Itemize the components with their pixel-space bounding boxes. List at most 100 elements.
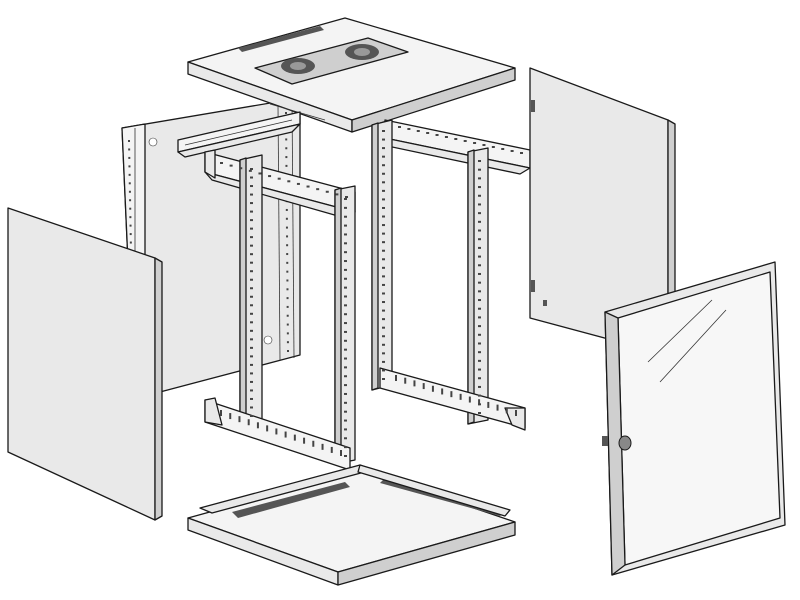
rail-hole [382, 249, 385, 252]
rail-hole [344, 357, 347, 360]
rail-hole [330, 446, 333, 453]
rail-hole [478, 307, 481, 310]
front-rail-holes [220, 162, 348, 457]
rail-hole [478, 359, 481, 362]
rail-hole [286, 297, 289, 300]
rail-hole [286, 235, 289, 238]
front-mounting-rails [204, 149, 356, 471]
rail-hole [463, 140, 467, 142]
rail-hole [344, 322, 347, 325]
rail-hole [285, 147, 288, 150]
rail-hole [478, 368, 481, 371]
rail-hole [382, 360, 385, 363]
rail-hole [478, 177, 481, 180]
rail-hole [250, 363, 253, 366]
rail-hole [382, 130, 385, 132]
rail-hole [382, 266, 385, 269]
bottom-plate [187, 464, 516, 586]
rail-hole [250, 287, 253, 290]
rail-hole [286, 261, 289, 264]
rail-hole [382, 258, 385, 261]
rail-hole [306, 185, 310, 188]
rail-hole [505, 407, 508, 414]
rail-hole [344, 286, 347, 289]
rail-hole [491, 146, 495, 148]
rail-hole [382, 172, 385, 175]
rail-hole [478, 203, 481, 206]
bottom-vent-slot [232, 482, 350, 518]
rail-hole [250, 355, 253, 358]
rail-hole [250, 312, 253, 315]
rail-hole [478, 194, 481, 197]
rail-hole [382, 378, 385, 380]
rail-hole [285, 217, 288, 220]
rail-hole [256, 422, 259, 429]
rail-hole [344, 198, 347, 200]
rail-hole [478, 412, 481, 414]
rail-hole [478, 351, 481, 354]
rail-hole [250, 295, 253, 298]
rail-hole [258, 172, 262, 175]
rail-hole [473, 142, 477, 144]
rail-hole [344, 224, 347, 227]
rail-hole [250, 304, 253, 307]
rail-hole [340, 450, 342, 456]
rail-hole [287, 350, 289, 352]
rail-hole [250, 270, 253, 273]
rail-hole [286, 314, 289, 317]
rail-hole [435, 134, 439, 136]
rail-hole [316, 188, 320, 191]
rail-hole [344, 339, 347, 342]
rail-hole [382, 189, 385, 192]
rail-hole [250, 176, 253, 179]
rail-hole [407, 128, 411, 130]
rail-hole [344, 215, 347, 218]
rail-hole [128, 165, 131, 168]
rail-hole [344, 277, 347, 280]
rail-hole [129, 199, 132, 202]
rail-hole [285, 112, 287, 114]
rear-mounting-rails [371, 119, 531, 431]
rail-hole [286, 323, 289, 326]
rail-hole [478, 377, 481, 380]
rail-hole [382, 335, 385, 338]
rail-hole [382, 224, 385, 227]
rail-hole [482, 144, 486, 146]
rail-hole [296, 182, 300, 185]
rail-hole [501, 148, 505, 150]
rail-hole [382, 309, 385, 312]
rail-hole [286, 288, 289, 291]
rail-hole [285, 156, 288, 159]
rail-hole [250, 261, 253, 264]
door-lock-handle [602, 435, 632, 451]
rail-hole [478, 220, 481, 223]
rail-hole [382, 301, 385, 304]
rail-hole [478, 238, 481, 241]
rail-hole [496, 404, 499, 411]
rail-hole [422, 383, 425, 390]
rail-hole [128, 140, 130, 142]
fan-icon [281, 58, 315, 74]
rail-hole [286, 270, 289, 273]
rail-hole [250, 406, 253, 409]
rail-hole [487, 401, 490, 408]
rail-hole [344, 295, 347, 298]
rail-hole [382, 283, 385, 286]
rail-hole [250, 210, 253, 213]
rail-hole [426, 132, 430, 134]
rail-hole [239, 167, 243, 170]
rail-hole [478, 342, 481, 345]
rail-hole [250, 397, 253, 400]
rail-hole [382, 352, 385, 355]
front-glass-door [602, 261, 786, 576]
rail-hole [250, 415, 253, 417]
rail-hole [382, 198, 385, 201]
rail-hole [344, 348, 347, 351]
rail-hole [277, 177, 281, 180]
rail-hole [478, 255, 481, 258]
rail-hole [478, 168, 481, 171]
rail-hole [250, 321, 253, 324]
rail-hole [250, 227, 253, 230]
rail-hole [450, 391, 453, 398]
